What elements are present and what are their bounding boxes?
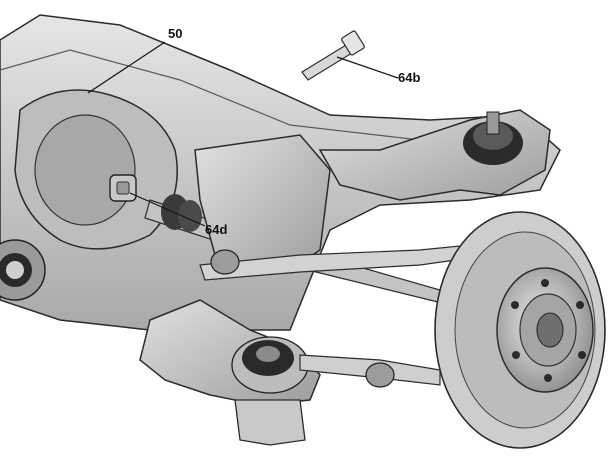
- leader-line-64b: [336, 56, 399, 79]
- wheel-hub: [496, 267, 594, 393]
- callout-64d: 64d: [205, 222, 228, 237]
- leader-line-64d: [129, 192, 206, 227]
- link-bushing-rear: [365, 362, 395, 388]
- lower-arm-bushing: [231, 336, 309, 394]
- leader-line-50: [87, 41, 166, 94]
- differential-cover: [34, 114, 136, 226]
- callout-64b: 64b: [398, 70, 421, 85]
- left-mount-bushing: [0, 239, 46, 301]
- bolt-64d: [109, 174, 137, 202]
- upper-arm-ball-joint: [463, 111, 523, 165]
- lower-bracket: [234, 399, 306, 446]
- cv-boot: [161, 194, 202, 232]
- bolt-64b: [301, 30, 365, 81]
- link-bushing: [210, 249, 240, 275]
- callout-50: 50: [168, 26, 183, 41]
